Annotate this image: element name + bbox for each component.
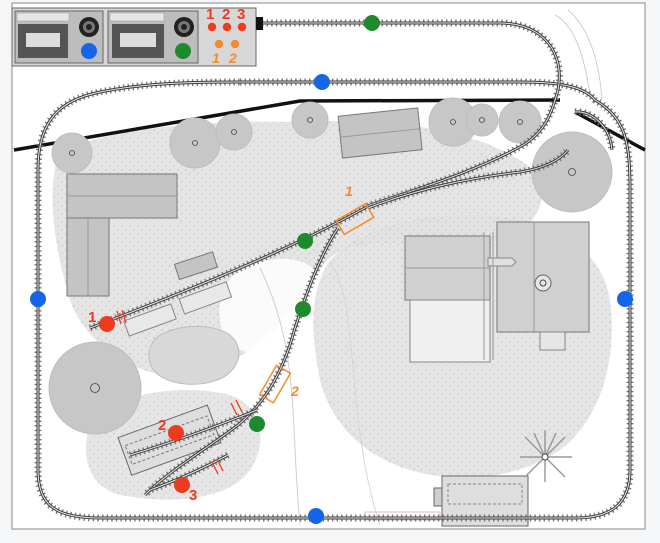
pond [148,325,240,385]
turnout-2[interactable] [258,364,292,404]
platform-shelter-b [178,281,233,315]
road-line [13,98,561,152]
signal-marker-icon [175,43,191,59]
track-buffer [256,17,263,30]
track-branch-top [262,19,563,209]
controller-blue[interactable] [14,10,104,64]
path-outline [259,267,301,526]
turnout-label-1: 1 [345,183,353,199]
turnout-button[interactable] [230,39,240,49]
track-siding-3 [148,451,230,494]
signal-green[interactable] [364,15,380,31]
signal-marker-icon [81,43,97,59]
panel-switch-group: 1 2 3 1 2 [206,6,247,66]
track-spur-right [366,147,571,212]
trees [48,97,613,435]
controller-green[interactable] [107,10,199,64]
decoupler-button[interactable] [237,22,247,32]
shed-small [173,251,219,281]
track-connector-right [574,108,616,151]
path-outline-4 [567,9,603,101]
track-siding-2 [128,406,259,459]
platform-shelter-a [123,303,177,337]
turnout-frame-icon [258,364,292,404]
control-panel: 1 2 3 1 2 [11,6,257,67]
decoupler-button[interactable] [207,22,217,32]
tree [51,132,93,174]
panel-number: 1 [206,6,214,23]
track-branch-down [142,226,341,498]
decoupler-icon[interactable] [116,309,127,325]
turnout-frame-icon [335,202,375,236]
turnout-label-2: 2 [290,383,299,399]
tree [215,113,253,151]
decoupler-icon[interactable] [230,399,243,416]
turnout-1[interactable] [335,202,375,236]
tree [465,103,499,137]
decoupler-marker-red[interactable] [174,477,190,493]
tree [291,101,329,139]
road-line-right [574,110,646,152]
tree [48,341,142,435]
track-outer-loop [34,78,634,522]
station-complex [404,221,590,363]
signal-blue[interactable] [617,291,633,307]
track-network [34,19,634,522]
building-top-center [337,107,423,159]
decoupler-label-3: 3 [189,487,197,504]
tree-centers [69,117,576,393]
tree [169,117,221,169]
signal-markers [30,15,633,524]
signal-blue[interactable] [314,74,330,90]
decoupler-label-2: 2 [158,417,166,434]
decoupler-marker-red[interactable] [99,316,115,332]
tree [531,131,613,213]
panel-number: 1 [212,50,220,66]
path-outline-2 [329,261,381,526]
panel-number: 3 [237,6,245,23]
turnout-button[interactable] [214,39,224,49]
building-left-lshape [66,173,178,297]
palm-tree [520,430,572,482]
signal-blue[interactable] [30,291,46,307]
path-outline-3 [554,14,591,96]
decoupler-icon[interactable] [211,458,224,475]
decoupler-button[interactable] [222,22,232,32]
signal-blue[interactable] [308,508,324,524]
signal-green[interactable] [295,301,311,317]
decoupler-marker-red[interactable] [168,425,184,441]
panel-number: 2 [222,6,230,23]
panel-number: 2 [228,50,237,66]
signal-green[interactable] [249,416,265,432]
decoupler-label-1: 1 [88,309,96,326]
signal-green[interactable] [297,233,313,249]
